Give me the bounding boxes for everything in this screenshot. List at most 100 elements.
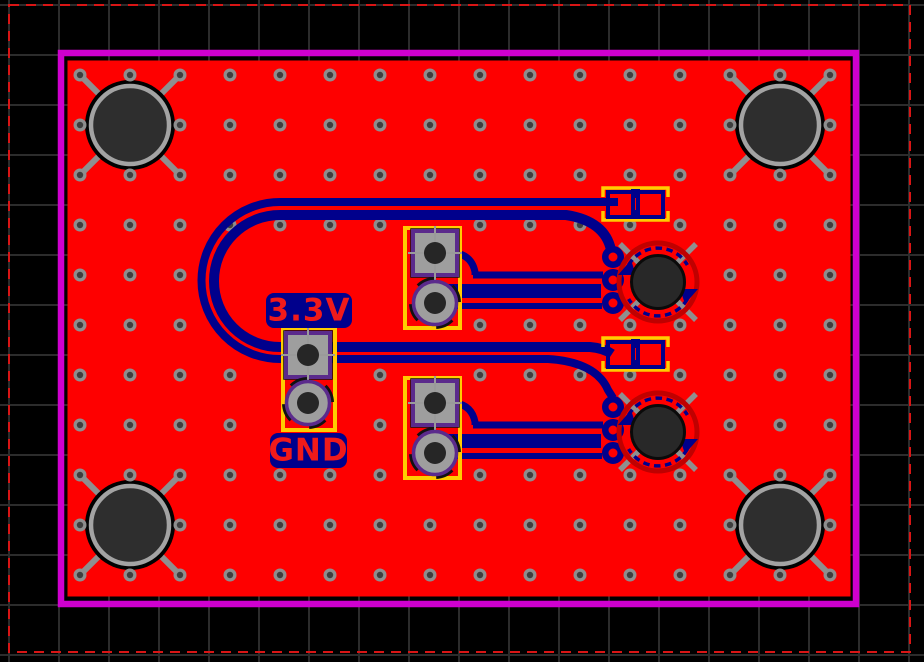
drill-hole[interactable] <box>630 404 686 460</box>
via-dot[interactable] <box>223 118 237 132</box>
via-dot[interactable] <box>723 268 737 282</box>
via-dot[interactable] <box>223 368 237 382</box>
via-dot[interactable] <box>373 468 387 482</box>
via-dot[interactable] <box>773 318 787 332</box>
pin-header-2[interactable] <box>400 376 469 488</box>
via-dot[interactable] <box>673 568 687 582</box>
via-dot[interactable] <box>723 118 737 132</box>
mount-hole[interactable] <box>727 472 833 578</box>
via-dot[interactable] <box>623 518 637 532</box>
via-dot[interactable] <box>573 518 587 532</box>
via-dot[interactable] <box>573 318 587 332</box>
via-dot[interactable] <box>423 168 437 182</box>
via-dot[interactable] <box>723 518 737 532</box>
mount-hole[interactable] <box>727 72 833 178</box>
via-dot[interactable] <box>823 368 837 382</box>
via-dot[interactable] <box>523 518 537 532</box>
via-dot[interactable] <box>273 568 287 582</box>
via-dot[interactable] <box>73 368 87 382</box>
via-dot[interactable] <box>73 568 87 582</box>
via-dot[interactable] <box>773 568 787 582</box>
via-dot[interactable] <box>123 318 137 332</box>
via-dot[interactable] <box>173 168 187 182</box>
via-dot[interactable] <box>773 268 787 282</box>
via-dot[interactable] <box>573 468 587 482</box>
via-dot[interactable] <box>173 218 187 232</box>
trace-u-trace-outer[interactable] <box>197 198 619 401</box>
via-dot[interactable] <box>773 368 787 382</box>
via-dot[interactable] <box>723 218 737 232</box>
via-dot[interactable] <box>673 118 687 132</box>
via-dot[interactable] <box>823 168 837 182</box>
via-dot[interactable] <box>473 218 487 232</box>
via-dot[interactable] <box>423 118 437 132</box>
via-dot[interactable] <box>173 118 187 132</box>
via-dot[interactable] <box>773 168 787 182</box>
via-dot[interactable] <box>373 118 387 132</box>
via-dot[interactable] <box>373 168 387 182</box>
via-dot[interactable] <box>123 68 137 82</box>
via-dot[interactable] <box>823 68 837 82</box>
via-dot[interactable] <box>773 68 787 82</box>
drill-hole[interactable] <box>738 83 822 167</box>
via-dot[interactable] <box>723 168 737 182</box>
via-dot[interactable] <box>223 418 237 432</box>
via-dot[interactable] <box>173 568 187 582</box>
via-dot[interactable] <box>623 68 637 82</box>
via-dot[interactable] <box>323 118 337 132</box>
smd-pad-2[interactable] <box>636 190 665 219</box>
via-dot[interactable] <box>823 568 837 582</box>
via-dot[interactable] <box>523 318 537 332</box>
trace-u-trace-inner[interactable] <box>209 210 616 359</box>
via-dot[interactable] <box>473 518 487 532</box>
via-dot[interactable] <box>673 168 687 182</box>
via-dot[interactable] <box>773 418 787 432</box>
via-dot[interactable] <box>823 118 837 132</box>
via-dot[interactable] <box>473 568 487 582</box>
via-dot[interactable] <box>523 68 537 82</box>
drill-hole[interactable] <box>88 83 172 167</box>
via-dot[interactable] <box>323 218 337 232</box>
via-dot[interactable] <box>73 118 87 132</box>
via-dot[interactable] <box>273 468 287 482</box>
via-dot[interactable] <box>173 468 187 482</box>
via-dot[interactable] <box>273 68 287 82</box>
via-dot[interactable] <box>273 168 287 182</box>
via-dot[interactable] <box>173 418 187 432</box>
via-dot[interactable] <box>573 118 587 132</box>
via-dot[interactable] <box>723 418 737 432</box>
via-dot[interactable] <box>273 218 287 232</box>
via-dot[interactable] <box>523 168 537 182</box>
via-dot[interactable] <box>173 268 187 282</box>
via-dot[interactable] <box>273 118 287 132</box>
via-dot[interactable] <box>373 218 387 232</box>
via-dot[interactable] <box>673 468 687 482</box>
via-dot[interactable] <box>773 468 787 482</box>
via-dot[interactable] <box>523 218 537 232</box>
via-dot[interactable] <box>723 568 737 582</box>
via-dot[interactable] <box>223 518 237 532</box>
via-dot[interactable] <box>823 268 837 282</box>
drill-hole[interactable] <box>88 483 172 567</box>
via-dot[interactable] <box>323 468 337 482</box>
via-dot[interactable] <box>123 268 137 282</box>
via-dot[interactable] <box>123 218 137 232</box>
via-dot[interactable] <box>673 218 687 232</box>
drill-hole[interactable] <box>738 483 822 567</box>
pin-header-2[interactable] <box>400 226 469 338</box>
via-dot[interactable] <box>773 218 787 232</box>
via-dot[interactable] <box>573 168 587 182</box>
via-dot[interactable] <box>473 168 487 182</box>
via-dot[interactable] <box>423 68 437 82</box>
via-dot[interactable] <box>173 318 187 332</box>
via-dot[interactable] <box>823 218 837 232</box>
net-label-gnd[interactable]: GND <box>268 433 348 469</box>
via-dot[interactable] <box>73 418 87 432</box>
via-dot[interactable] <box>123 468 137 482</box>
via-dot[interactable] <box>173 68 187 82</box>
via-dot[interactable] <box>473 68 487 82</box>
via-dot[interactable] <box>523 468 537 482</box>
via-dot[interactable] <box>223 568 237 582</box>
via-dot[interactable] <box>73 468 87 482</box>
